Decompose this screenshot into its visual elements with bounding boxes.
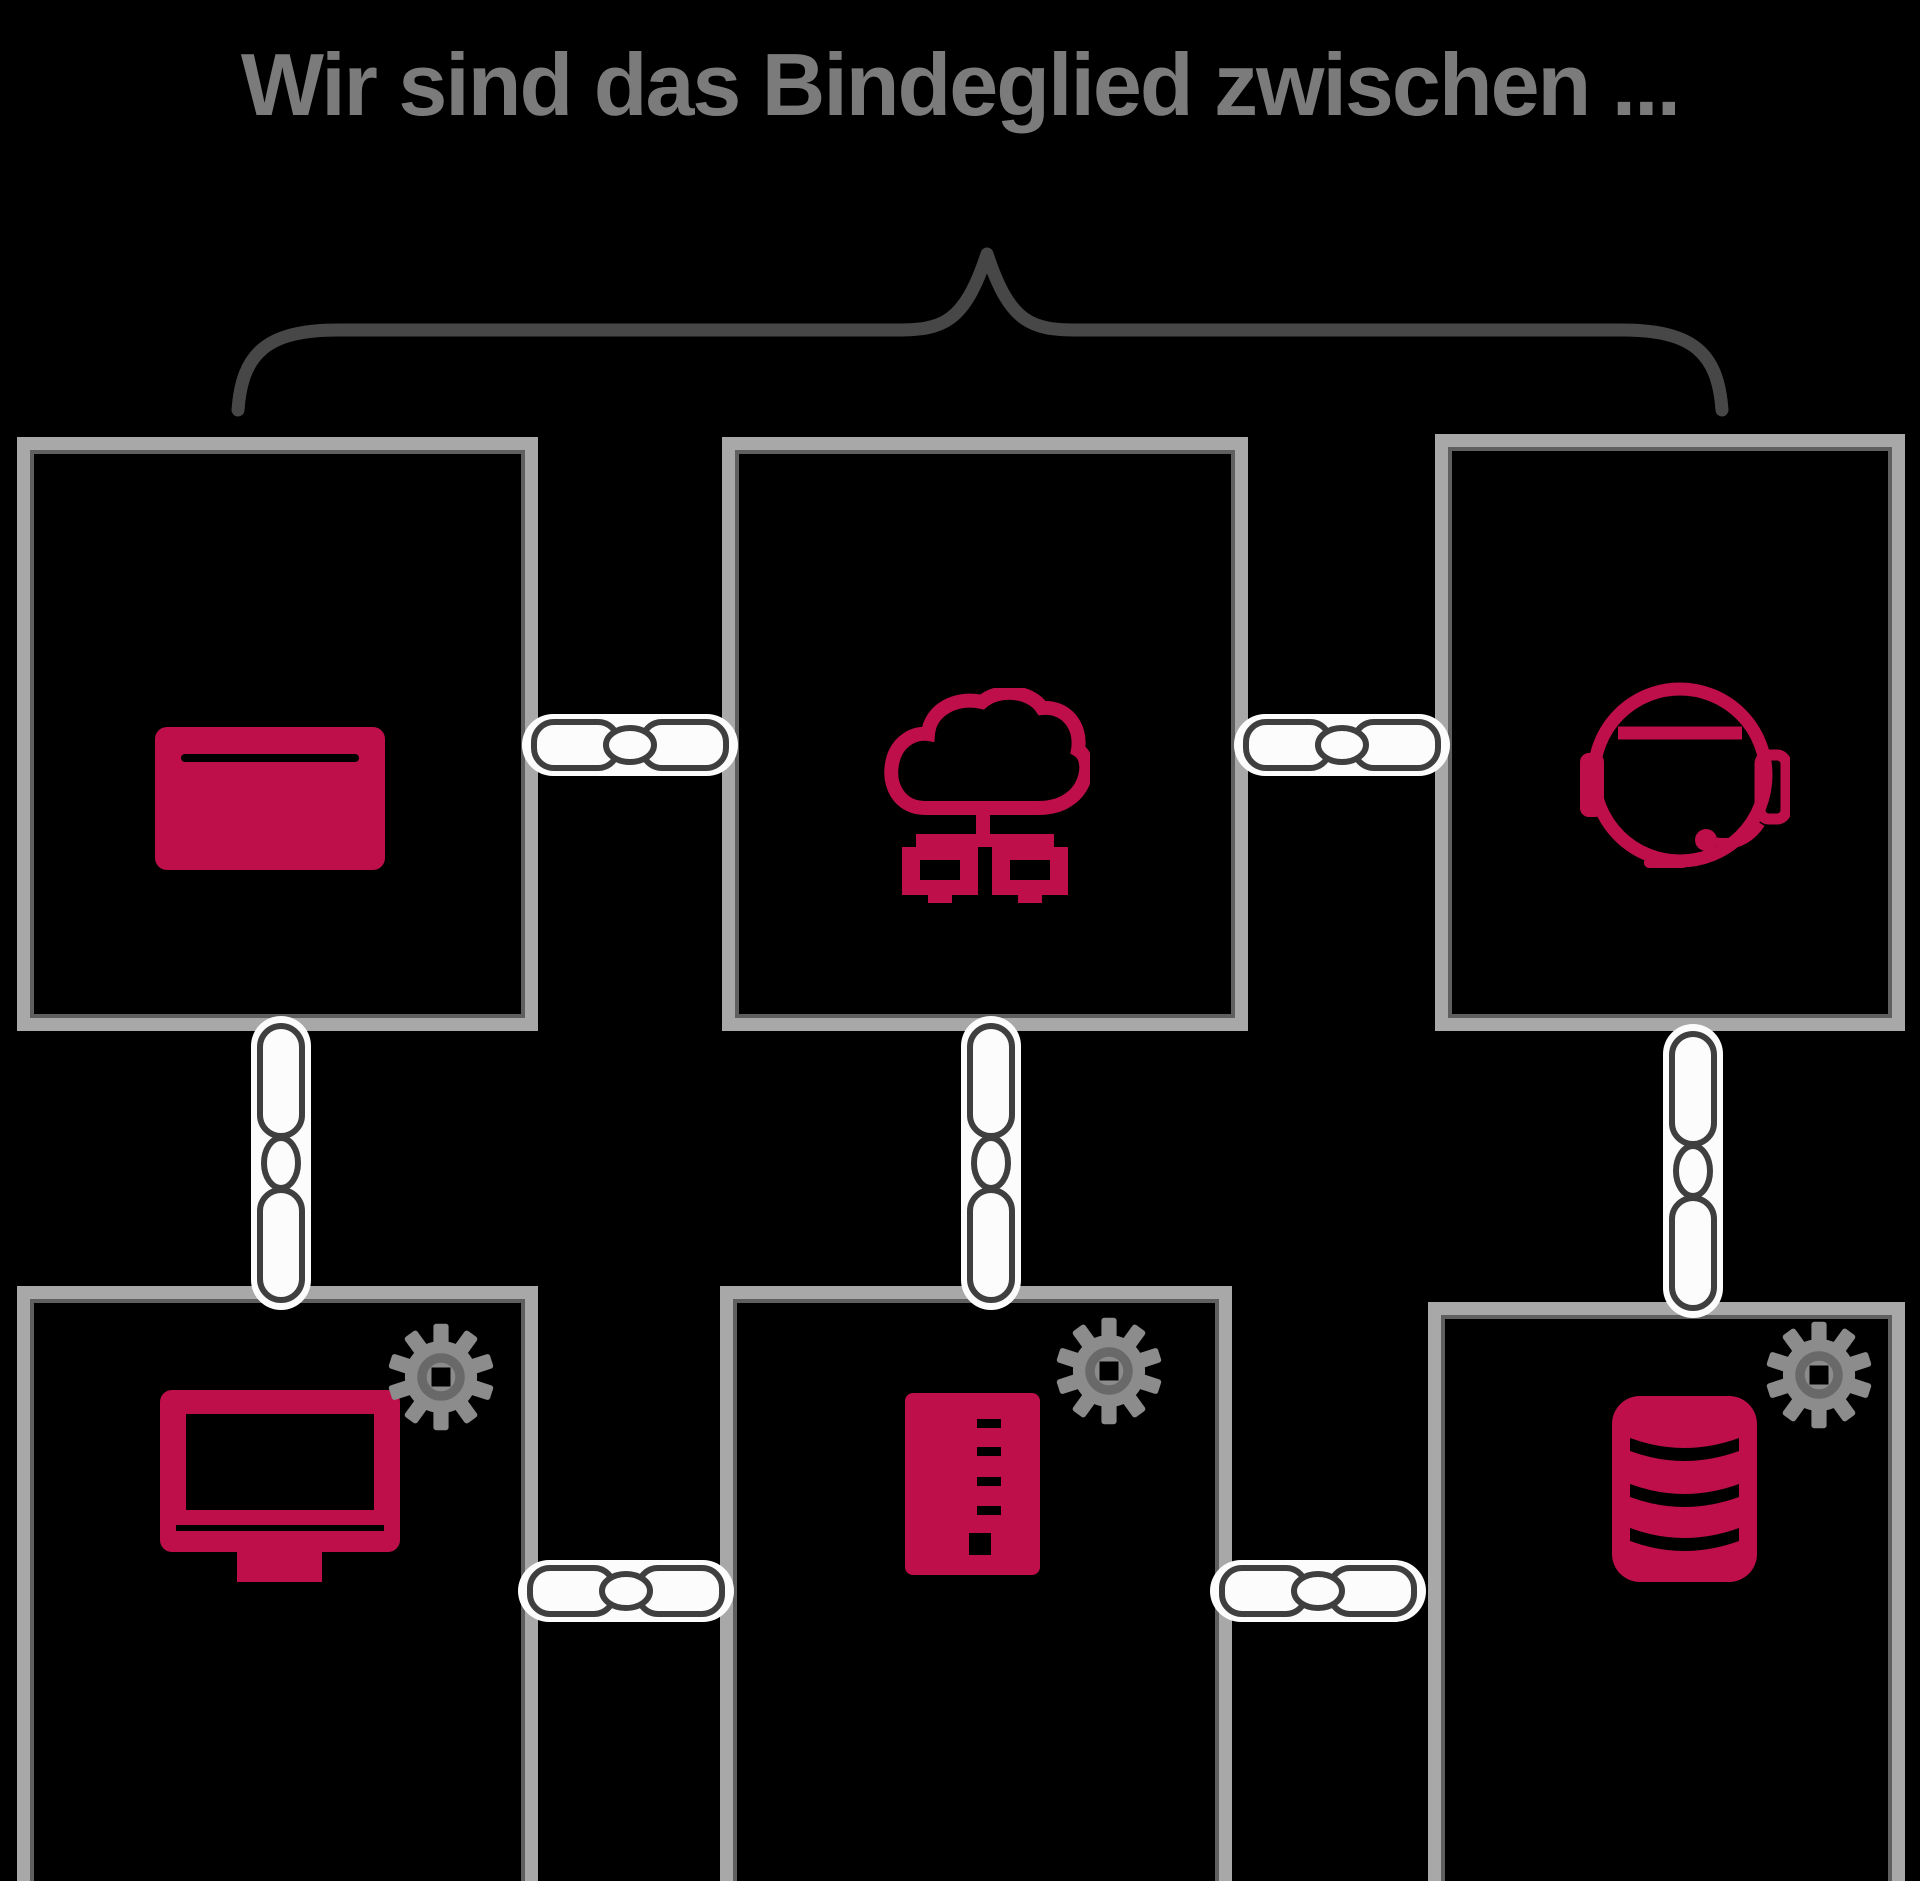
box-headset-support [1435, 434, 1905, 1031]
box-browser-card [17, 437, 538, 1031]
page-title: Wir sind das Bindeglied zwischen ... [240, 35, 1681, 134]
chain-link-vertical [961, 1016, 1021, 1310]
headset-icon [1580, 682, 1790, 868]
chain-link-horizontal [518, 1560, 734, 1622]
brace-curve [231, 247, 1729, 417]
box-cloud-network [722, 437, 1248, 1031]
chain-link-horizontal [1234, 714, 1450, 776]
chain-link-vertical [1663, 1024, 1723, 1318]
gear-icon [388, 1323, 494, 1431]
gear-icon [1056, 1317, 1162, 1425]
database-icon [1612, 1396, 1757, 1582]
cloud-network-icon [884, 688, 1090, 903]
box-desktop-monitor [17, 1286, 538, 1881]
box-server-tower [720, 1286, 1232, 1881]
chain-link-horizontal [1210, 1560, 1426, 1622]
monitor-icon [160, 1390, 400, 1582]
chain-link-vertical [251, 1016, 311, 1310]
chain-link-horizontal [522, 714, 738, 776]
box-database [1428, 1302, 1905, 1881]
card-icon [155, 727, 385, 870]
server-icon [905, 1393, 1040, 1575]
gear-icon [1766, 1321, 1872, 1429]
